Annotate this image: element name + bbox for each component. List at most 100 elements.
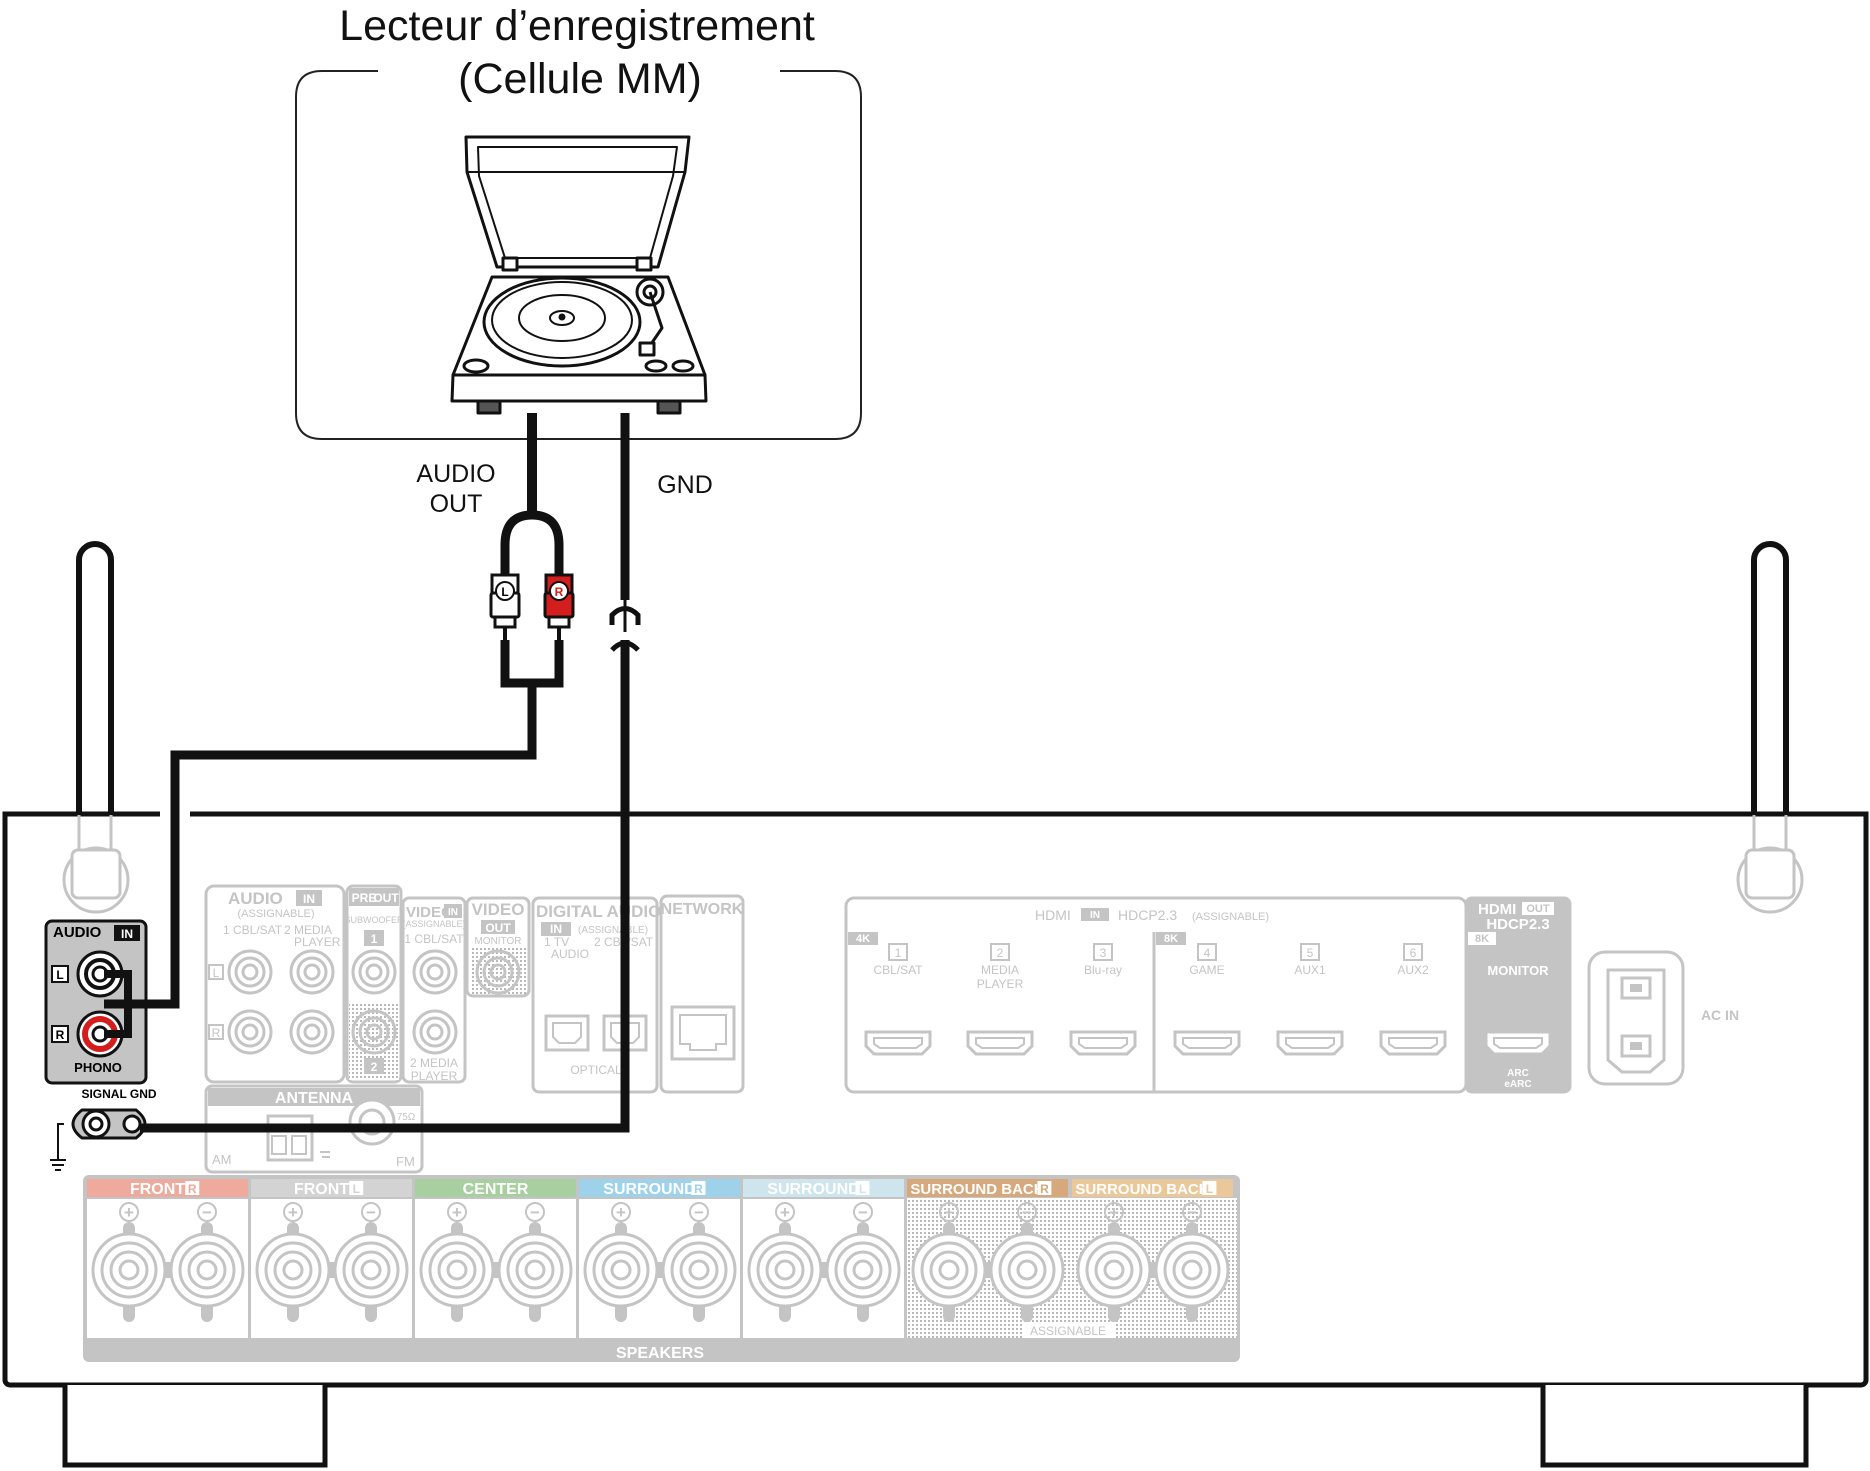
svg-text:2: 2 — [371, 1060, 378, 1074]
speaker-terminal-group-3[interactable]: CENTER+− — [415, 1179, 576, 1338]
svg-text:4K: 4K — [856, 933, 870, 945]
rca-plug-l: L — [489, 573, 521, 640]
hdmi-in-port-name: GAME — [1189, 963, 1224, 977]
svg-text:OPTICAL: OPTICAL — [570, 1063, 622, 1077]
plus-sign: + — [452, 1203, 462, 1222]
svg-text:IN: IN — [303, 892, 315, 906]
hdmi-in-port-name: MEDIA — [981, 963, 1019, 977]
speaker-group-side: R — [1040, 1182, 1049, 1196]
svg-text:FM: FM — [396, 1154, 415, 1169]
svg-text:IN: IN — [550, 922, 562, 936]
hdmi-in-port-name-line2: PLAYER — [977, 977, 1024, 991]
phono-panel: AUDIO IN L R PHONO SIGNAL GND — [44, 919, 157, 1171]
gnd-label: GND — [657, 471, 713, 499]
speaker-group-label: SURROUND — [767, 1181, 859, 1198]
svg-text:(ASSIGNABLE): (ASSIGNABLE) — [402, 919, 465, 929]
antenna-base-left — [62, 815, 130, 914]
svg-text:L: L — [56, 968, 63, 982]
speaker-group-label: SURROUND BACK — [910, 1181, 1044, 1198]
svg-text:AM: AM — [212, 1152, 232, 1167]
svg-text:R: R — [555, 585, 564, 599]
svg-text:IN: IN — [121, 927, 133, 941]
svg-text:R: R — [56, 1028, 65, 1042]
svg-text:ANTENNA: ANTENNA — [275, 1090, 354, 1107]
svg-text:OUT: OUT — [373, 891, 399, 905]
svg-text:(ASSIGNABLE): (ASSIGNABLE) — [1192, 911, 1269, 923]
speaker-group-label: FRONT — [130, 1181, 185, 1198]
svg-text:1 TV: 1 TV — [544, 935, 569, 949]
plus-sign: + — [1109, 1203, 1119, 1222]
svg-text:MONITOR: MONITOR — [1487, 963, 1549, 978]
pre-out-section: PRE OUT SUBWOOFER 1 2 — [344, 884, 404, 1084]
svg-text:AC IN: AC IN — [1701, 1007, 1739, 1023]
hdmi-out-section: HDMI OUT HDCP2.3 8K MONITOR ARC eARC — [1464, 896, 1572, 1094]
hdmi-in-port-number: 2 — [997, 946, 1004, 960]
svg-text:HDMI: HDMI — [1478, 901, 1516, 918]
rca-plug-r: R — [543, 573, 575, 640]
svg-text:(ASSIGNABLE): (ASSIGNABLE) — [237, 908, 314, 920]
speaker-group-side: L — [859, 1182, 866, 1196]
gnd-cable — [140, 413, 641, 1133]
digital-audio-section: DIGITAL AUDIO IN (ASSIGNABLE) 1 TV AUDIO… — [531, 896, 661, 1094]
svg-text:R: R — [212, 1026, 221, 1040]
hdmi-in-port-number: 5 — [1307, 946, 1314, 960]
svg-text:HDCP2.3: HDCP2.3 — [1118, 907, 1177, 923]
speaker-group-label: FRONT — [294, 1181, 349, 1198]
device-title-line1: Lecteur d’enregistrement — [339, 2, 815, 50]
speaker-group-side: L — [353, 1182, 360, 1196]
svg-text:OUT: OUT — [485, 921, 511, 935]
hdmi-in-port-number: 3 — [1100, 946, 1107, 960]
hdmi-in-section: HDMI IN HDCP2.3 (ASSIGNABLE) 4K 8K 1CBL/… — [844, 896, 1468, 1094]
speaker-group-side: L — [1206, 1182, 1213, 1196]
minus-sign: − — [530, 1203, 540, 1222]
phono-jack-l[interactable] — [76, 950, 124, 998]
svg-text:2 MEDIA: 2 MEDIA — [410, 1056, 458, 1070]
hdmi-in-port-name: Blu-ray — [1084, 963, 1122, 977]
svg-text:L: L — [213, 966, 220, 980]
hdmi-in-port-number: 6 — [1410, 946, 1417, 960]
svg-text:2 MEDIA: 2 MEDIA — [284, 923, 332, 937]
minus-sign: − — [1022, 1203, 1032, 1222]
svg-text:IN: IN — [448, 907, 458, 918]
svg-text:1 CBL/SAT: 1 CBL/SAT — [223, 923, 283, 937]
plus-sign: + — [780, 1203, 790, 1222]
svg-text:1: 1 — [371, 932, 378, 946]
minus-sign: − — [366, 1203, 376, 1222]
svg-text:OUT: OUT — [1526, 903, 1550, 915]
svg-text:8K: 8K — [1475, 933, 1489, 945]
signal-gnd-terminal[interactable] — [50, 1108, 147, 1171]
minus-sign: − — [858, 1203, 868, 1222]
svg-text:PRE: PRE — [352, 891, 377, 905]
svg-text:NETWORK: NETWORK — [661, 901, 744, 918]
speaker-group-label: SURROUND — [603, 1181, 695, 1198]
hdmi-in-port-name: AUX1 — [1294, 963, 1326, 977]
antenna-base-right — [1736, 815, 1804, 914]
audio-in-section: AUDIO IN (ASSIGNABLE) 1 CBL/SAT 2 MEDIA … — [204, 884, 346, 1084]
svg-text:L: L — [501, 585, 508, 599]
turntable-icon — [450, 135, 708, 415]
speaker-group-label: SURROUND BACK — [1075, 1181, 1209, 1198]
hdmi-in-port-number: 4 — [1204, 946, 1211, 960]
audio-out-label-line2: OUT — [430, 490, 483, 518]
audio-out-label-line1: AUDIO — [416, 460, 495, 488]
svg-text:VIDEO: VIDEO — [472, 900, 525, 919]
minus-sign: − — [694, 1203, 704, 1222]
svg-text:AUDIO: AUDIO — [228, 889, 283, 908]
svg-text:AUDIO: AUDIO — [53, 924, 102, 941]
turntable-frame — [295, 70, 862, 440]
svg-text:VIDEO: VIDEO — [406, 904, 453, 921]
